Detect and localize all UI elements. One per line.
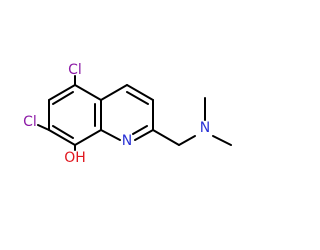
bond-c4a-c4 bbox=[100, 84, 128, 101]
bond-ch2-n bbox=[178, 135, 196, 146]
bond-n1-c8a bbox=[100, 129, 121, 141]
bond-c4-c3 bbox=[126, 84, 154, 101]
amine-nitrogen-atom: N bbox=[200, 120, 210, 136]
bond-c7-c8 bbox=[48, 129, 76, 146]
bond-c2-ch2 bbox=[152, 129, 180, 146]
hydroxyl-group: OH bbox=[64, 150, 86, 166]
ring-nitrogen-atom: N bbox=[122, 133, 132, 149]
bond-c5-c4a bbox=[74, 84, 102, 101]
bond-c2-n1-inner bbox=[132, 125, 148, 135]
bond-c7-cl bbox=[37, 124, 50, 131]
chlorine-atom-top: Cl bbox=[68, 62, 82, 78]
bond-c5-c6-inner bbox=[52, 91, 74, 105]
structure-canvas: Cl Cl OH N N bbox=[23, 62, 232, 166]
bond-c5-c6 bbox=[48, 84, 76, 101]
chlorine-atom-left: Cl bbox=[23, 114, 37, 130]
bond-c8-c8a bbox=[74, 129, 102, 146]
bond-c7-c8-inner bbox=[52, 125, 74, 139]
bond-c2-n1 bbox=[134, 129, 154, 141]
bond-n-me-right bbox=[212, 135, 232, 146]
bond-c4-c3-inner bbox=[126, 91, 149, 105]
molecule-drawing: Cl Cl OH N N bbox=[23, 62, 232, 166]
